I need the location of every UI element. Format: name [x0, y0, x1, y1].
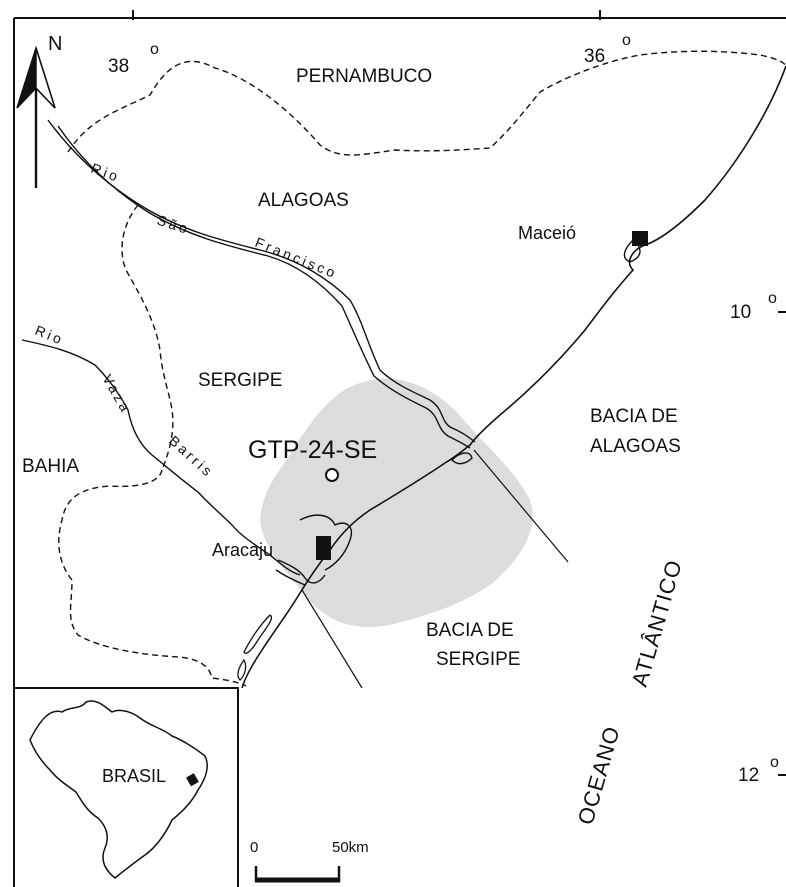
alagoas-sergipe-border: [121, 204, 174, 471]
city-maceio: Maceió: [518, 223, 648, 246]
well-label: GTP-24-SE: [248, 436, 377, 464]
pernambuco-alagoas-border: [67, 50, 786, 156]
ocean-label: OCEANO ATLÂNTICO: [573, 557, 687, 828]
north-label: N: [48, 33, 62, 55]
study-area-shading: [260, 378, 533, 627]
inset-study-area-marker: [186, 773, 199, 787]
city-marker-maceio: [632, 231, 648, 246]
city-aracaju: Aracaju: [212, 536, 331, 560]
city-label-aracaju: Aracaju: [212, 540, 273, 560]
river-label-sao-francisco-2: São: [155, 212, 192, 238]
well-gtp-24-se: GTP-24-SE: [248, 436, 377, 482]
inset-country-label: BRASIL: [102, 766, 166, 786]
state-label-sergipe: SERGIPE: [198, 370, 282, 391]
rio-sao-francisco: [47, 119, 476, 449]
lat-10-label: 10: [730, 302, 751, 323]
sergipe-bahia-border: [58, 469, 247, 687]
basin-sergipe-line1: BACIA DE: [426, 620, 514, 641]
maceio-lagoon: [623, 239, 641, 263]
basin-alagoas-line1: BACIA DE: [590, 406, 678, 427]
lat-12-label: 12: [738, 765, 759, 786]
map-frame: [13, 10, 786, 887]
lon-36-degree: o: [622, 32, 631, 49]
lat-10-degree: o: [768, 290, 777, 307]
inset-brazil-outline: [29, 700, 208, 879]
aracaju-estuary: [275, 452, 473, 586]
lon-36-label: 36: [584, 46, 605, 67]
basin-alagoas-line2: ALAGOAS: [590, 436, 681, 457]
state-label-pernambuco: PERNAMBUCO: [296, 66, 432, 87]
lon-38-degree: o: [150, 41, 159, 58]
basin-labels: BACIA DE ALAGOAS BACIA DE SERGIPE: [426, 406, 681, 670]
inset-map: BRASIL: [14, 687, 239, 887]
ocean-label-oceano: OCEANO: [573, 723, 625, 827]
barrier-islands: [237, 614, 273, 681]
state-label-alagoas: ALAGOAS: [258, 190, 349, 211]
river-label-vaza-barris-2: Vaza: [99, 372, 134, 417]
basin-boundaries: [301, 449, 569, 689]
city-marker-aracaju: [316, 536, 331, 560]
rio-vaza-barris: [21, 339, 301, 576]
state-label-bahia: BAHIA: [22, 456, 79, 477]
inset-frame: [14, 687, 239, 887]
well-marker: [325, 468, 339, 482]
coastline: [241, 65, 786, 689]
scale-bar: 0 50km: [250, 839, 369, 883]
city-label-maceio: Maceió: [518, 223, 576, 243]
basin-sergipe-line2: SERGIPE: [436, 649, 520, 670]
coordinate-labels: 38 o 36 o 10 o 12 o: [108, 32, 779, 786]
north-arrow-icon: N: [16, 33, 62, 188]
lat-12-degree: o: [770, 754, 779, 771]
lon-38-label: 38: [108, 56, 129, 77]
ocean-label-atlantico: ATLÂNTICO: [627, 557, 687, 690]
state-labels: PERNAMBUCO ALAGOAS SERGIPE BAHIA: [22, 66, 432, 477]
scale-bar-end: 50km: [332, 839, 369, 856]
scale-bar-start: 0: [250, 839, 258, 856]
river-label-sao-francisco-3: Francisco: [253, 234, 340, 282]
state-borders: [58, 50, 786, 687]
